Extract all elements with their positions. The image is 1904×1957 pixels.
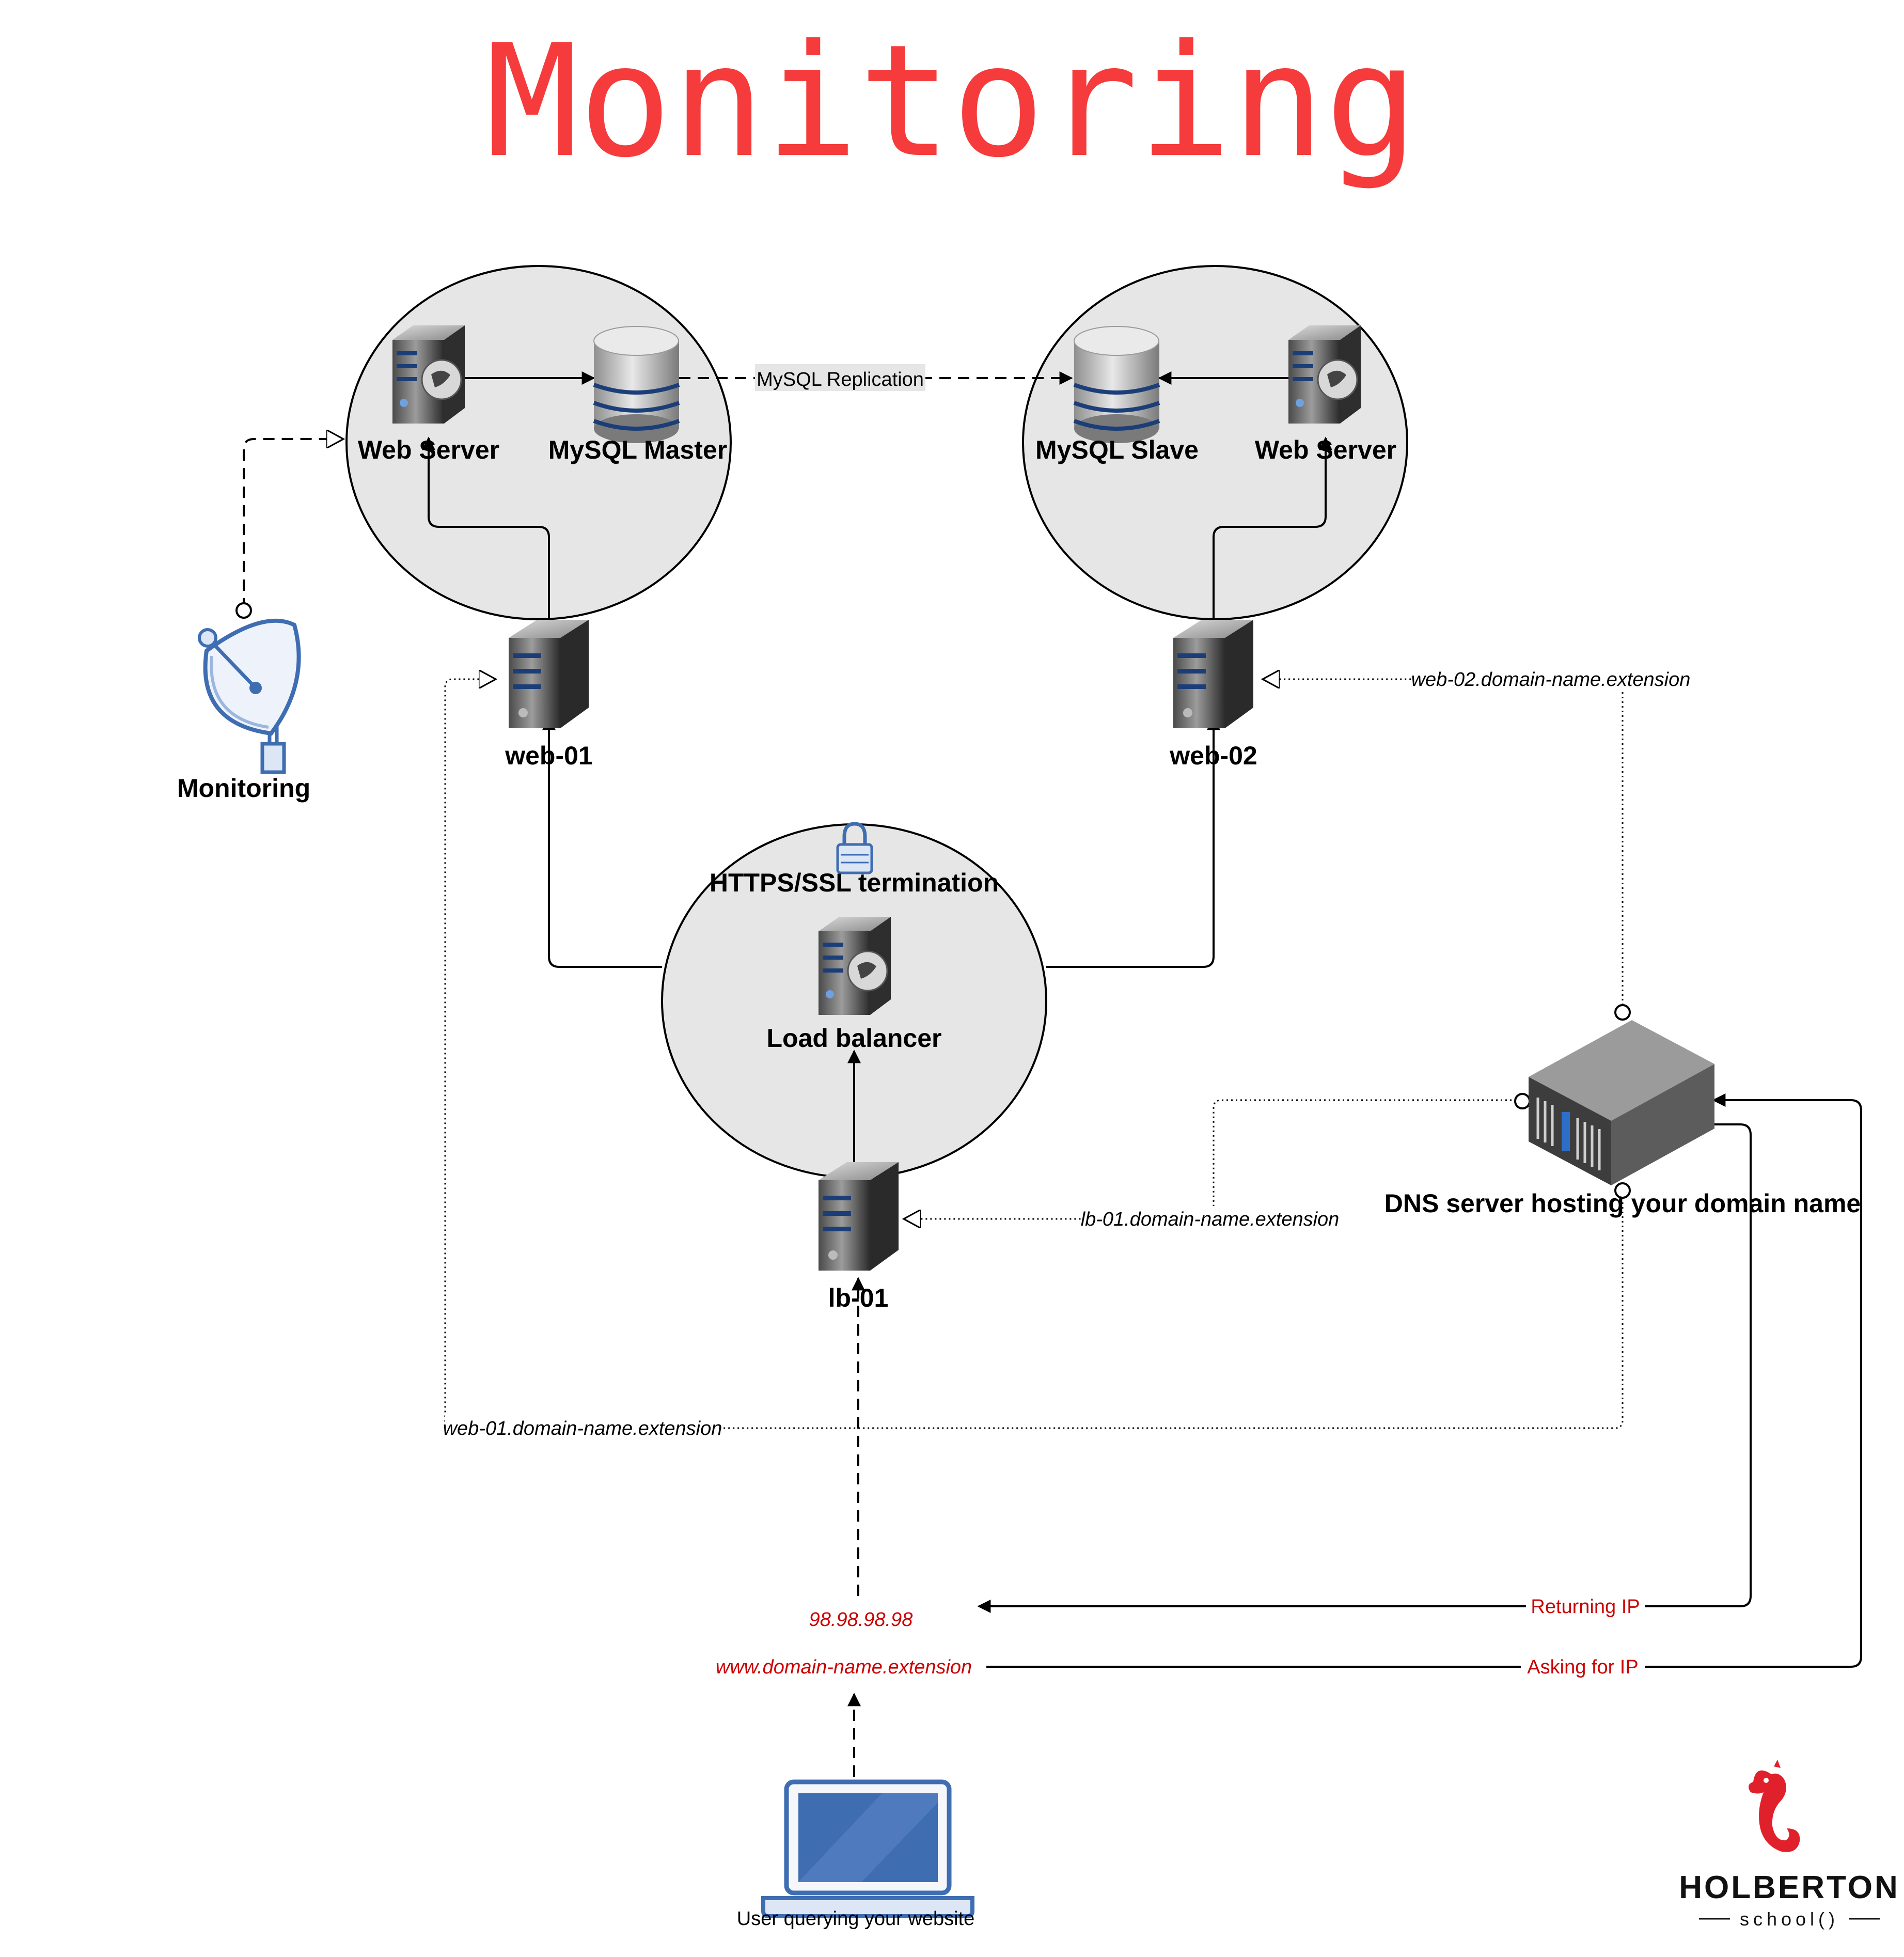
diagram-title: Monitoring [485, 11, 1418, 192]
dns-server-label: DNS server hosting your domain name [1384, 1189, 1861, 1218]
holberton-subtitle: school() [1740, 1908, 1839, 1930]
web-01-label: web-01 [505, 741, 593, 770]
ssl-termination-label: HTTPS/SSL termination [710, 868, 999, 897]
right-web-server-label: Web Server [1255, 435, 1396, 464]
mysql-master-label: MySQL Master [548, 435, 727, 464]
monitoring-label: Monitoring [177, 774, 310, 803]
lb-01-label: lb-01 [828, 1283, 889, 1312]
web-01-server-icon [509, 620, 589, 728]
holberton-seahorse-icon [1749, 1760, 1800, 1852]
mysql-master-icon [593, 326, 680, 443]
lb-01-dns-record: lb-01.domain-name.extension [1081, 1209, 1340, 1230]
mysql-slave-icon [1073, 326, 1160, 443]
left-web-server-label: Web Server [358, 435, 499, 464]
load-balancer-icon [819, 917, 891, 1015]
web-02-label: web-02 [1169, 741, 1257, 770]
dns-server-icon [1529, 1020, 1714, 1185]
holberton-wordmark: HOLBERTON [1679, 1870, 1900, 1905]
replication-label: MySQL Replication [757, 369, 924, 390]
asking-ip-label: Asking for IP [1527, 1656, 1638, 1678]
returning-ip-label: Returning IP [1531, 1596, 1640, 1618]
solid-connectors [422, 371, 1862, 1668]
lock-icon [836, 822, 873, 874]
client-ip-label: 98.98.98.98 [809, 1609, 913, 1631]
web-01-dns-record: web-01.domain-name.extension [443, 1418, 722, 1439]
laptop-icon [761, 1779, 974, 1918]
web-02-dns-record: web-02.domain-name.extension [1411, 669, 1691, 691]
lb-01-server-icon [819, 1162, 899, 1271]
left-web-server-icon [392, 325, 465, 424]
mysql-slave-label: MySQL Slave [1035, 435, 1199, 464]
right-web-server-icon [1288, 325, 1361, 424]
user-label: User querying your website [737, 1908, 974, 1930]
satellite-dish-icon [198, 618, 301, 774]
load-balancer-label: Load balancer [767, 1024, 942, 1053]
web-02-server-icon [1173, 620, 1253, 728]
client-domain-label: www.domain-name.extension [716, 1656, 972, 1678]
